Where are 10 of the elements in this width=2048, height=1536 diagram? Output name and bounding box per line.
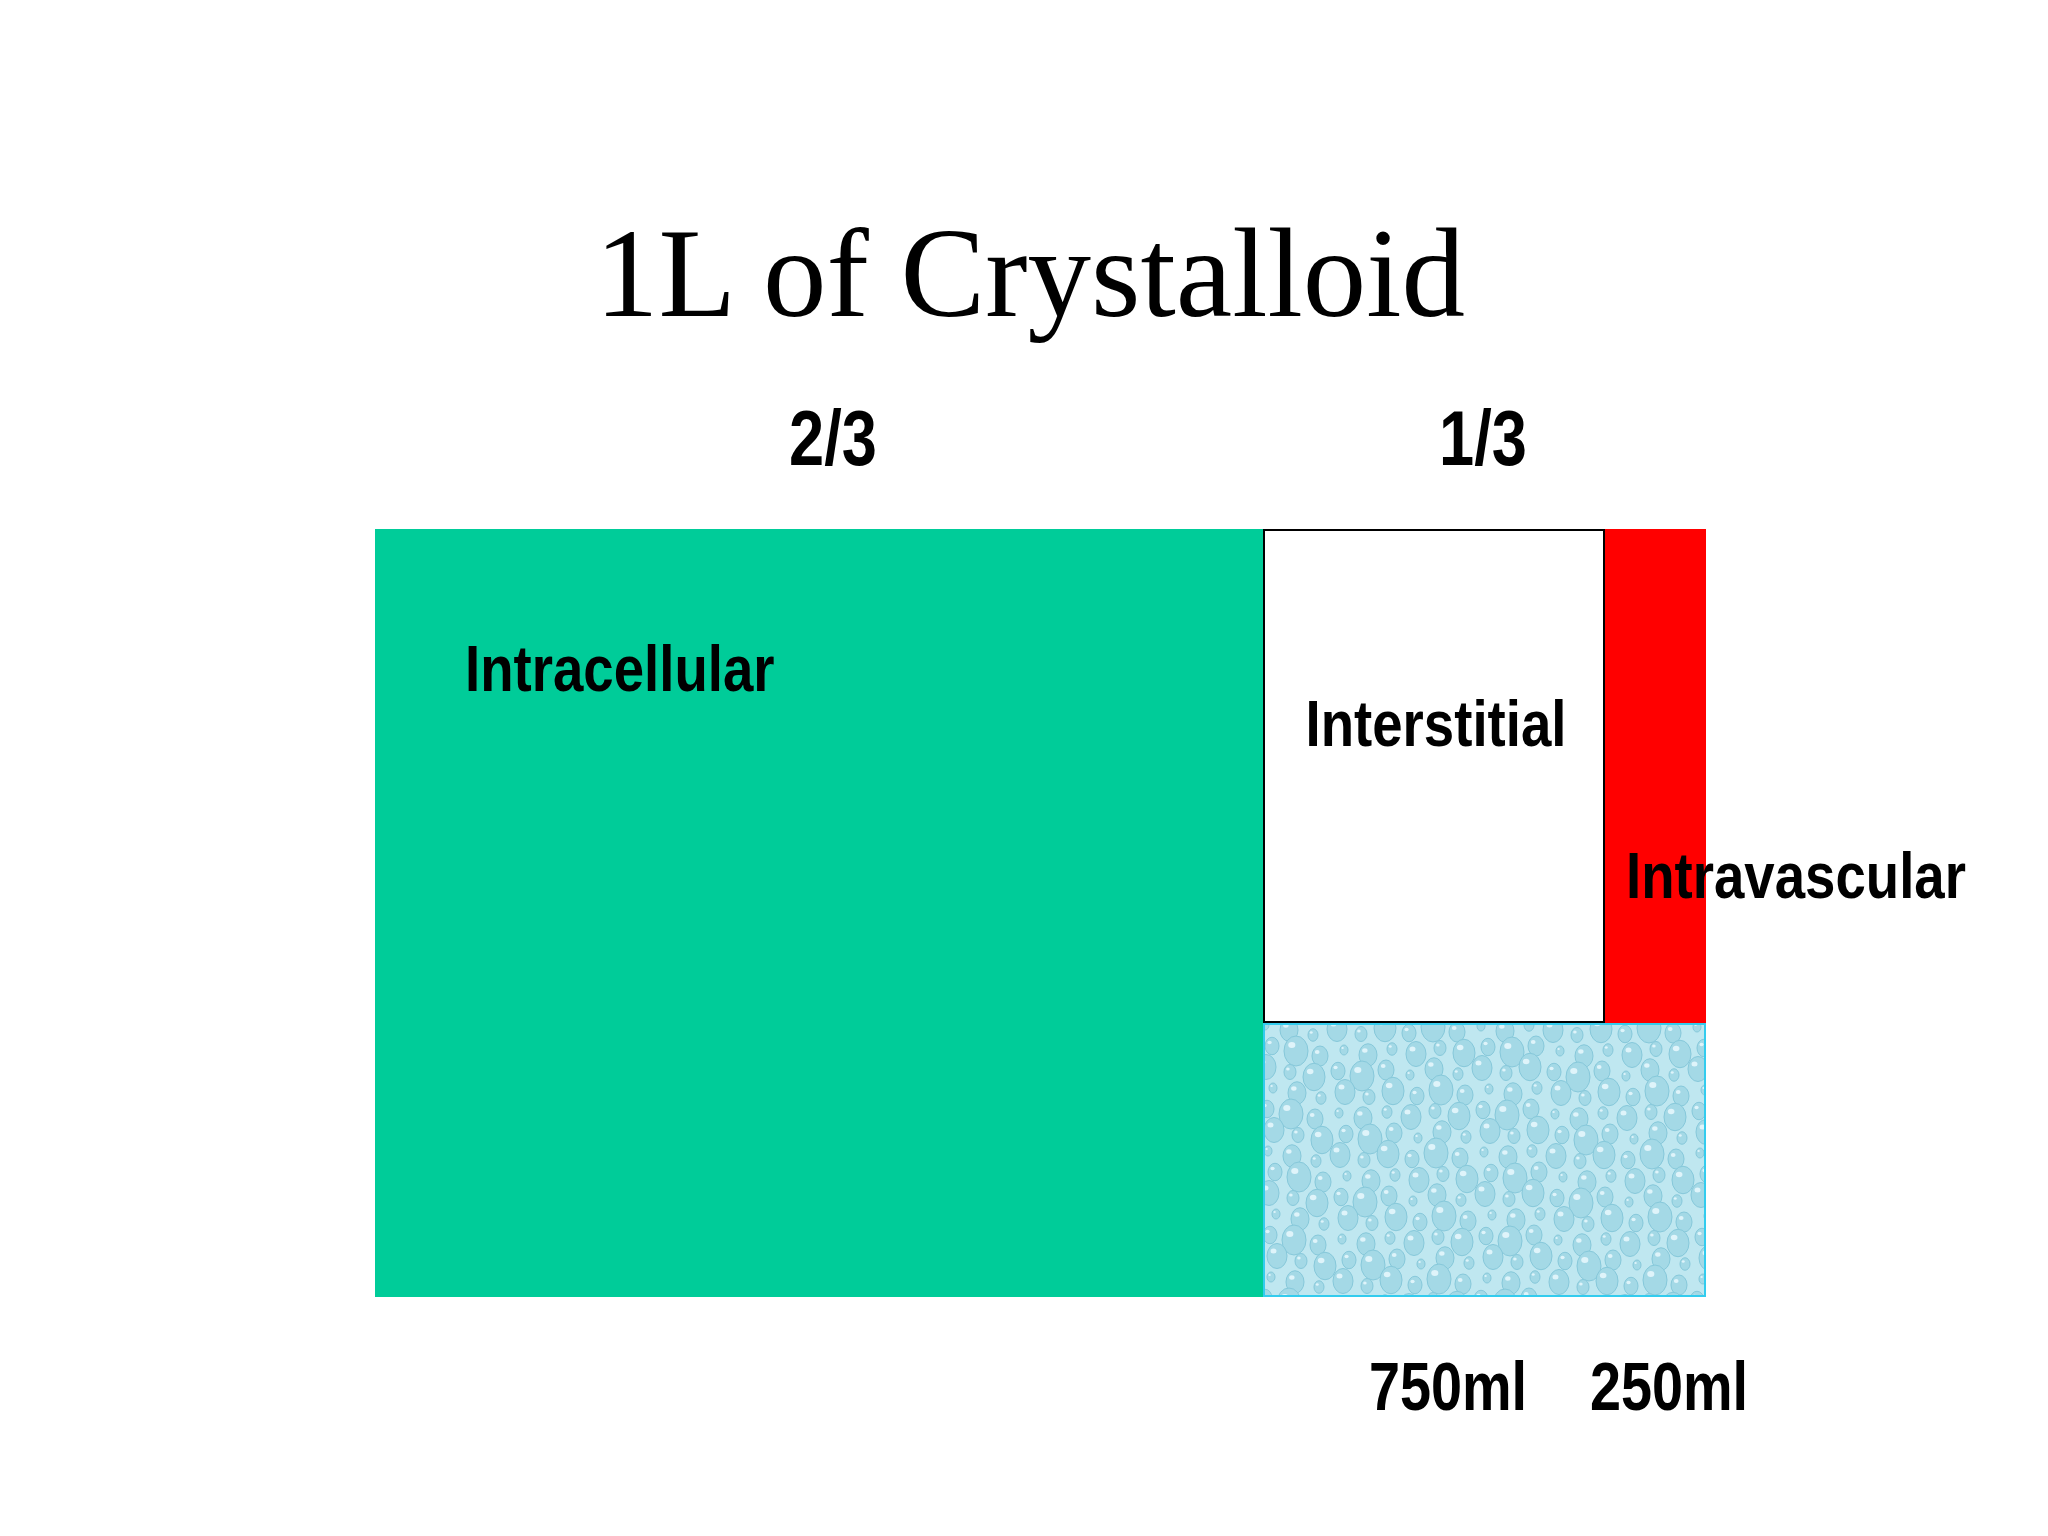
volume-label: 750ml <box>1368 1352 1528 1420</box>
compartment-label: Interstitial <box>1305 691 1567 756</box>
fraction-label: 2/3 <box>789 400 877 477</box>
interstitial-block <box>1263 529 1605 1023</box>
intracellular-block <box>375 529 1263 1297</box>
volume-label: 250ml <box>1589 1352 1749 1420</box>
fraction-label: 1/3 <box>1439 400 1527 477</box>
water-droplets-picture <box>1263 1023 1706 1297</box>
compartment-label: Intracellular <box>465 636 775 701</box>
title: 1L of Crystalloid <box>594 202 1466 345</box>
